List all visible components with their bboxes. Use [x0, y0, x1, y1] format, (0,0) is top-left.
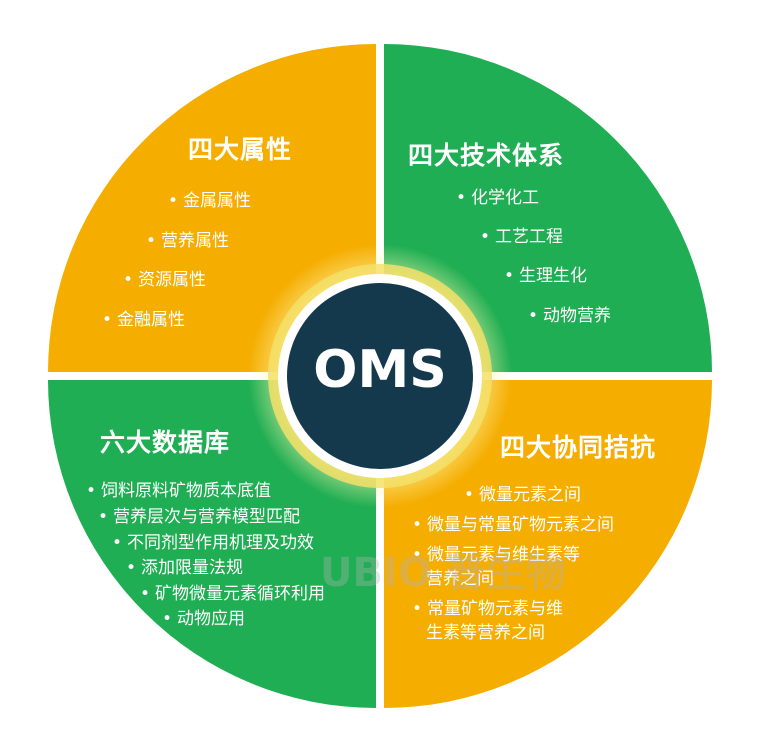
quadrant-title-bottom-right: 四大协同拮抗 [500, 433, 657, 462]
quadrant-title-top-left: 四大属性 [188, 135, 293, 164]
list-item: •常量矿物元素与维 [412, 599, 564, 619]
list-item: •工艺工程 [480, 227, 564, 247]
list-item: •营养层次与营养模型匹配 [98, 507, 301, 527]
list-item: •添加限量法规 [126, 558, 244, 578]
list-item: •金属属性 [168, 191, 252, 211]
list-item: •微量元素与维生素等 [412, 545, 581, 565]
list-item: •金融属性 [102, 310, 186, 330]
list-item: •动物营养 [528, 306, 612, 326]
center-label: OMS [313, 340, 447, 400]
center-circle [287, 283, 473, 469]
list-item-continuation: 营养之间 [426, 569, 494, 589]
list-item: •不同剂型作用机理及功效 [112, 533, 315, 553]
quadrant-title-top-right: 四大技术体系 [408, 141, 565, 170]
list-item: •动物应用 [162, 609, 246, 629]
list-item: •矿物微量元素循环利用 [140, 584, 326, 604]
list-item: •营养属性 [146, 231, 230, 251]
list-item: •微量元素之间 [464, 485, 582, 505]
watermark-logo: UBIO 普生物 [320, 550, 566, 596]
list-item: •化学化工 [456, 188, 540, 208]
list-item: •资源属性 [123, 270, 207, 290]
list-item: •微量与常量矿物元素之间 [412, 515, 615, 535]
list-item-continuation: 生素等营养之间 [426, 623, 545, 643]
list-item: •生理生化 [504, 266, 588, 286]
list-item: •饲料原料矿物质本底值 [86, 481, 272, 501]
quadrant-title-bottom-left: 六大数据库 [100, 428, 231, 457]
